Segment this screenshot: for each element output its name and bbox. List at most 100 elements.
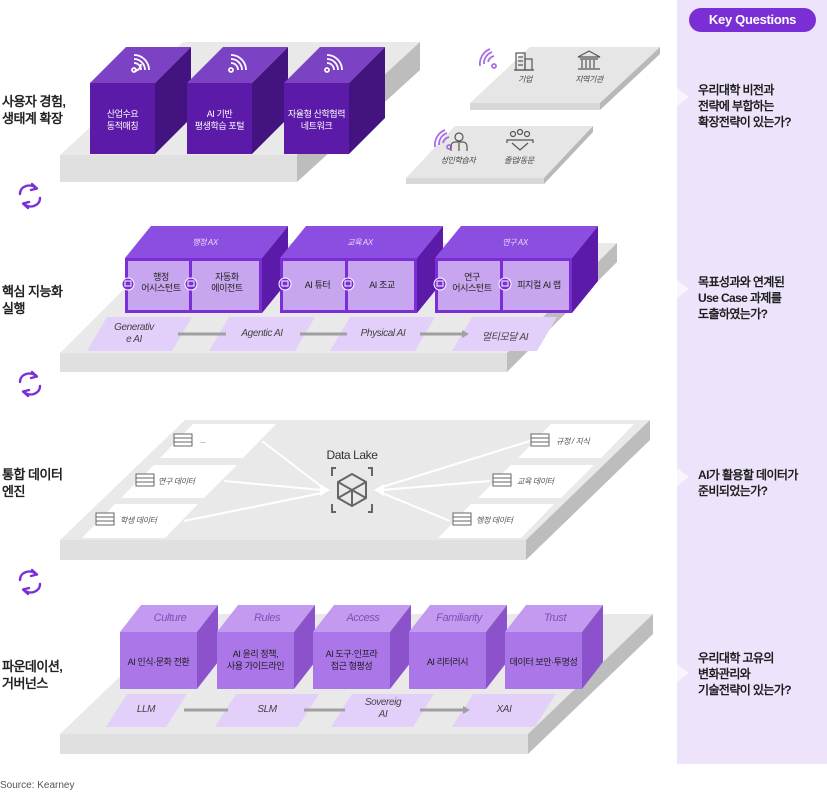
ax-group-title: 행정 AX bbox=[192, 238, 218, 247]
data-source-tile bbox=[160, 424, 276, 458]
wifi-signal-icon bbox=[324, 54, 343, 73]
stage-label: Physical AI bbox=[360, 328, 406, 339]
cycle-arrows-icon bbox=[18, 568, 42, 596]
pillar-cube bbox=[120, 605, 218, 689]
data-source-label: 학생 데이터 bbox=[120, 516, 157, 525]
group-icon bbox=[506, 128, 534, 151]
section-label-intelligence: 핵심 지능화 실행 bbox=[2, 284, 63, 316]
pillar-label: 데이터 보안·투명성 bbox=[509, 657, 578, 667]
pillar-title: Familiarity bbox=[436, 612, 482, 624]
stage-tile bbox=[106, 694, 187, 727]
pillar-title: Rules bbox=[253, 612, 281, 624]
pillar-cube bbox=[505, 605, 603, 689]
cube-label: AI 기반 평생학습 포털 bbox=[194, 109, 245, 131]
stage-label: XAI bbox=[496, 704, 512, 715]
server-icon bbox=[452, 512, 472, 526]
ax-item: 자동화 에이전트 bbox=[211, 272, 243, 293]
pillar-title: Trust bbox=[543, 612, 567, 624]
key-question-4: 우리대학 고유의 변화관리와 기술전략이 있는가? bbox=[698, 651, 792, 697]
stage-tile bbox=[209, 317, 315, 351]
data-source-label: 규정 / 지식 bbox=[556, 437, 590, 446]
cube-label: 산업수요 동적매칭 bbox=[106, 109, 139, 131]
wifi-signal-icon bbox=[478, 48, 497, 69]
ax-item: AI 튜터 bbox=[304, 280, 331, 290]
ecosystem-label: 성인학습자 bbox=[440, 156, 476, 165]
data-source-label: 행정 데이터 bbox=[476, 516, 513, 525]
ax-item: 행정 어시스턴트 bbox=[141, 272, 181, 293]
pillar-label: AI 도구·인프라 접근 형평성 bbox=[325, 649, 378, 671]
stage-tile bbox=[87, 317, 192, 351]
server-icon bbox=[530, 433, 550, 447]
pointer-arrow-icon bbox=[677, 468, 689, 486]
key-questions-panel bbox=[677, 0, 827, 764]
cube-label: 자율형 산학협력 네트워크 bbox=[287, 109, 346, 131]
pillar-label: AI 윤리 정책, 사용 가이드라인 bbox=[226, 649, 285, 671]
server-icon bbox=[95, 512, 115, 526]
section-label-data-engine: 통합 데이터 엔진 bbox=[2, 467, 63, 499]
ecosystem-label: 기업 bbox=[518, 75, 532, 84]
ax-item: 피지컬 AI 랩 bbox=[517, 280, 561, 290]
pillar-label: AI 리터러시 bbox=[426, 657, 469, 667]
ecosystem-slab bbox=[406, 126, 593, 178]
data-source-tile bbox=[518, 424, 634, 458]
data-source-label: ... bbox=[200, 436, 206, 445]
ai-badge-icon bbox=[341, 277, 355, 291]
data-source-tile bbox=[121, 465, 237, 498]
data-lake-label: Data Lake bbox=[326, 448, 378, 462]
server-icon bbox=[173, 433, 193, 447]
stage-tile bbox=[452, 317, 557, 351]
section-label-foundation: 파운데이션, 거버넌스 bbox=[2, 659, 63, 691]
service-cube bbox=[187, 47, 288, 154]
stage-label: Sovereig AI bbox=[364, 697, 402, 720]
cycle-arrows-icon bbox=[18, 370, 42, 398]
ai-badge-icon bbox=[184, 277, 198, 291]
stage-tile bbox=[452, 694, 556, 727]
key-question-2: 목표성과와 연계된 Use Case 과제를 도출하였는가? bbox=[698, 275, 785, 321]
pillar-label: AI 인식·문화 전환 bbox=[127, 657, 190, 667]
wifi-signal-icon bbox=[228, 54, 247, 73]
pointer-arrow-icon bbox=[677, 280, 689, 298]
ax-item: AI 조교 bbox=[369, 280, 395, 290]
key-question-3: AI가 활용할 데이터가 준비되었는가? bbox=[698, 468, 798, 498]
wifi-signal-icon bbox=[433, 129, 452, 150]
data-lake-cube-icon bbox=[331, 467, 373, 513]
data-source-label: 연구 데이터 bbox=[158, 477, 195, 486]
pillar-cube bbox=[313, 605, 411, 689]
pointer-arrow-icon bbox=[677, 88, 689, 106]
person-icon bbox=[450, 132, 468, 151]
pillar-cube bbox=[217, 605, 315, 689]
institution-icon bbox=[577, 50, 601, 70]
ai-badge-icon bbox=[498, 277, 512, 291]
cycle-arrows-icon bbox=[18, 182, 42, 210]
key-questions-title: Key Questions bbox=[689, 8, 816, 32]
pillar-title: Culture bbox=[153, 612, 187, 624]
key-question-1: 우리대학 비전과 전략에 부합하는 확장전략이 있는가? bbox=[698, 83, 792, 129]
ax-group-title: 교육 AX bbox=[347, 238, 373, 247]
stage-label: LLM bbox=[136, 704, 156, 715]
ai-badge-icon bbox=[278, 277, 292, 291]
server-icon bbox=[492, 473, 512, 487]
stage-tile bbox=[330, 317, 435, 351]
pillar-cube bbox=[409, 605, 507, 689]
ai-badge-icon bbox=[121, 277, 135, 291]
server-icon bbox=[135, 473, 155, 487]
stage-tile bbox=[215, 694, 319, 727]
source-caption: Source: Kearney bbox=[0, 780, 75, 791]
building-icon bbox=[514, 52, 534, 71]
ecosystem-label: 졸업/동문 bbox=[504, 156, 534, 165]
ax-box bbox=[435, 226, 598, 313]
data-source-tile bbox=[478, 465, 594, 498]
wifi-signal-icon bbox=[131, 54, 150, 73]
pointer-arrow-icon bbox=[677, 664, 689, 682]
service-cube bbox=[284, 47, 385, 154]
stage-label: 멀티모달 AI bbox=[481, 332, 529, 343]
data-source-label: 교육 데이터 bbox=[517, 477, 554, 486]
ax-group-title: 연구 AX bbox=[502, 238, 528, 247]
stage-tile bbox=[331, 694, 434, 727]
data-flow-arrows bbox=[183, 440, 531, 522]
section-label-experience: 사용자 경험, 생태계 확장 bbox=[2, 94, 66, 126]
ecosystem-label: 지역기관 bbox=[575, 75, 603, 84]
